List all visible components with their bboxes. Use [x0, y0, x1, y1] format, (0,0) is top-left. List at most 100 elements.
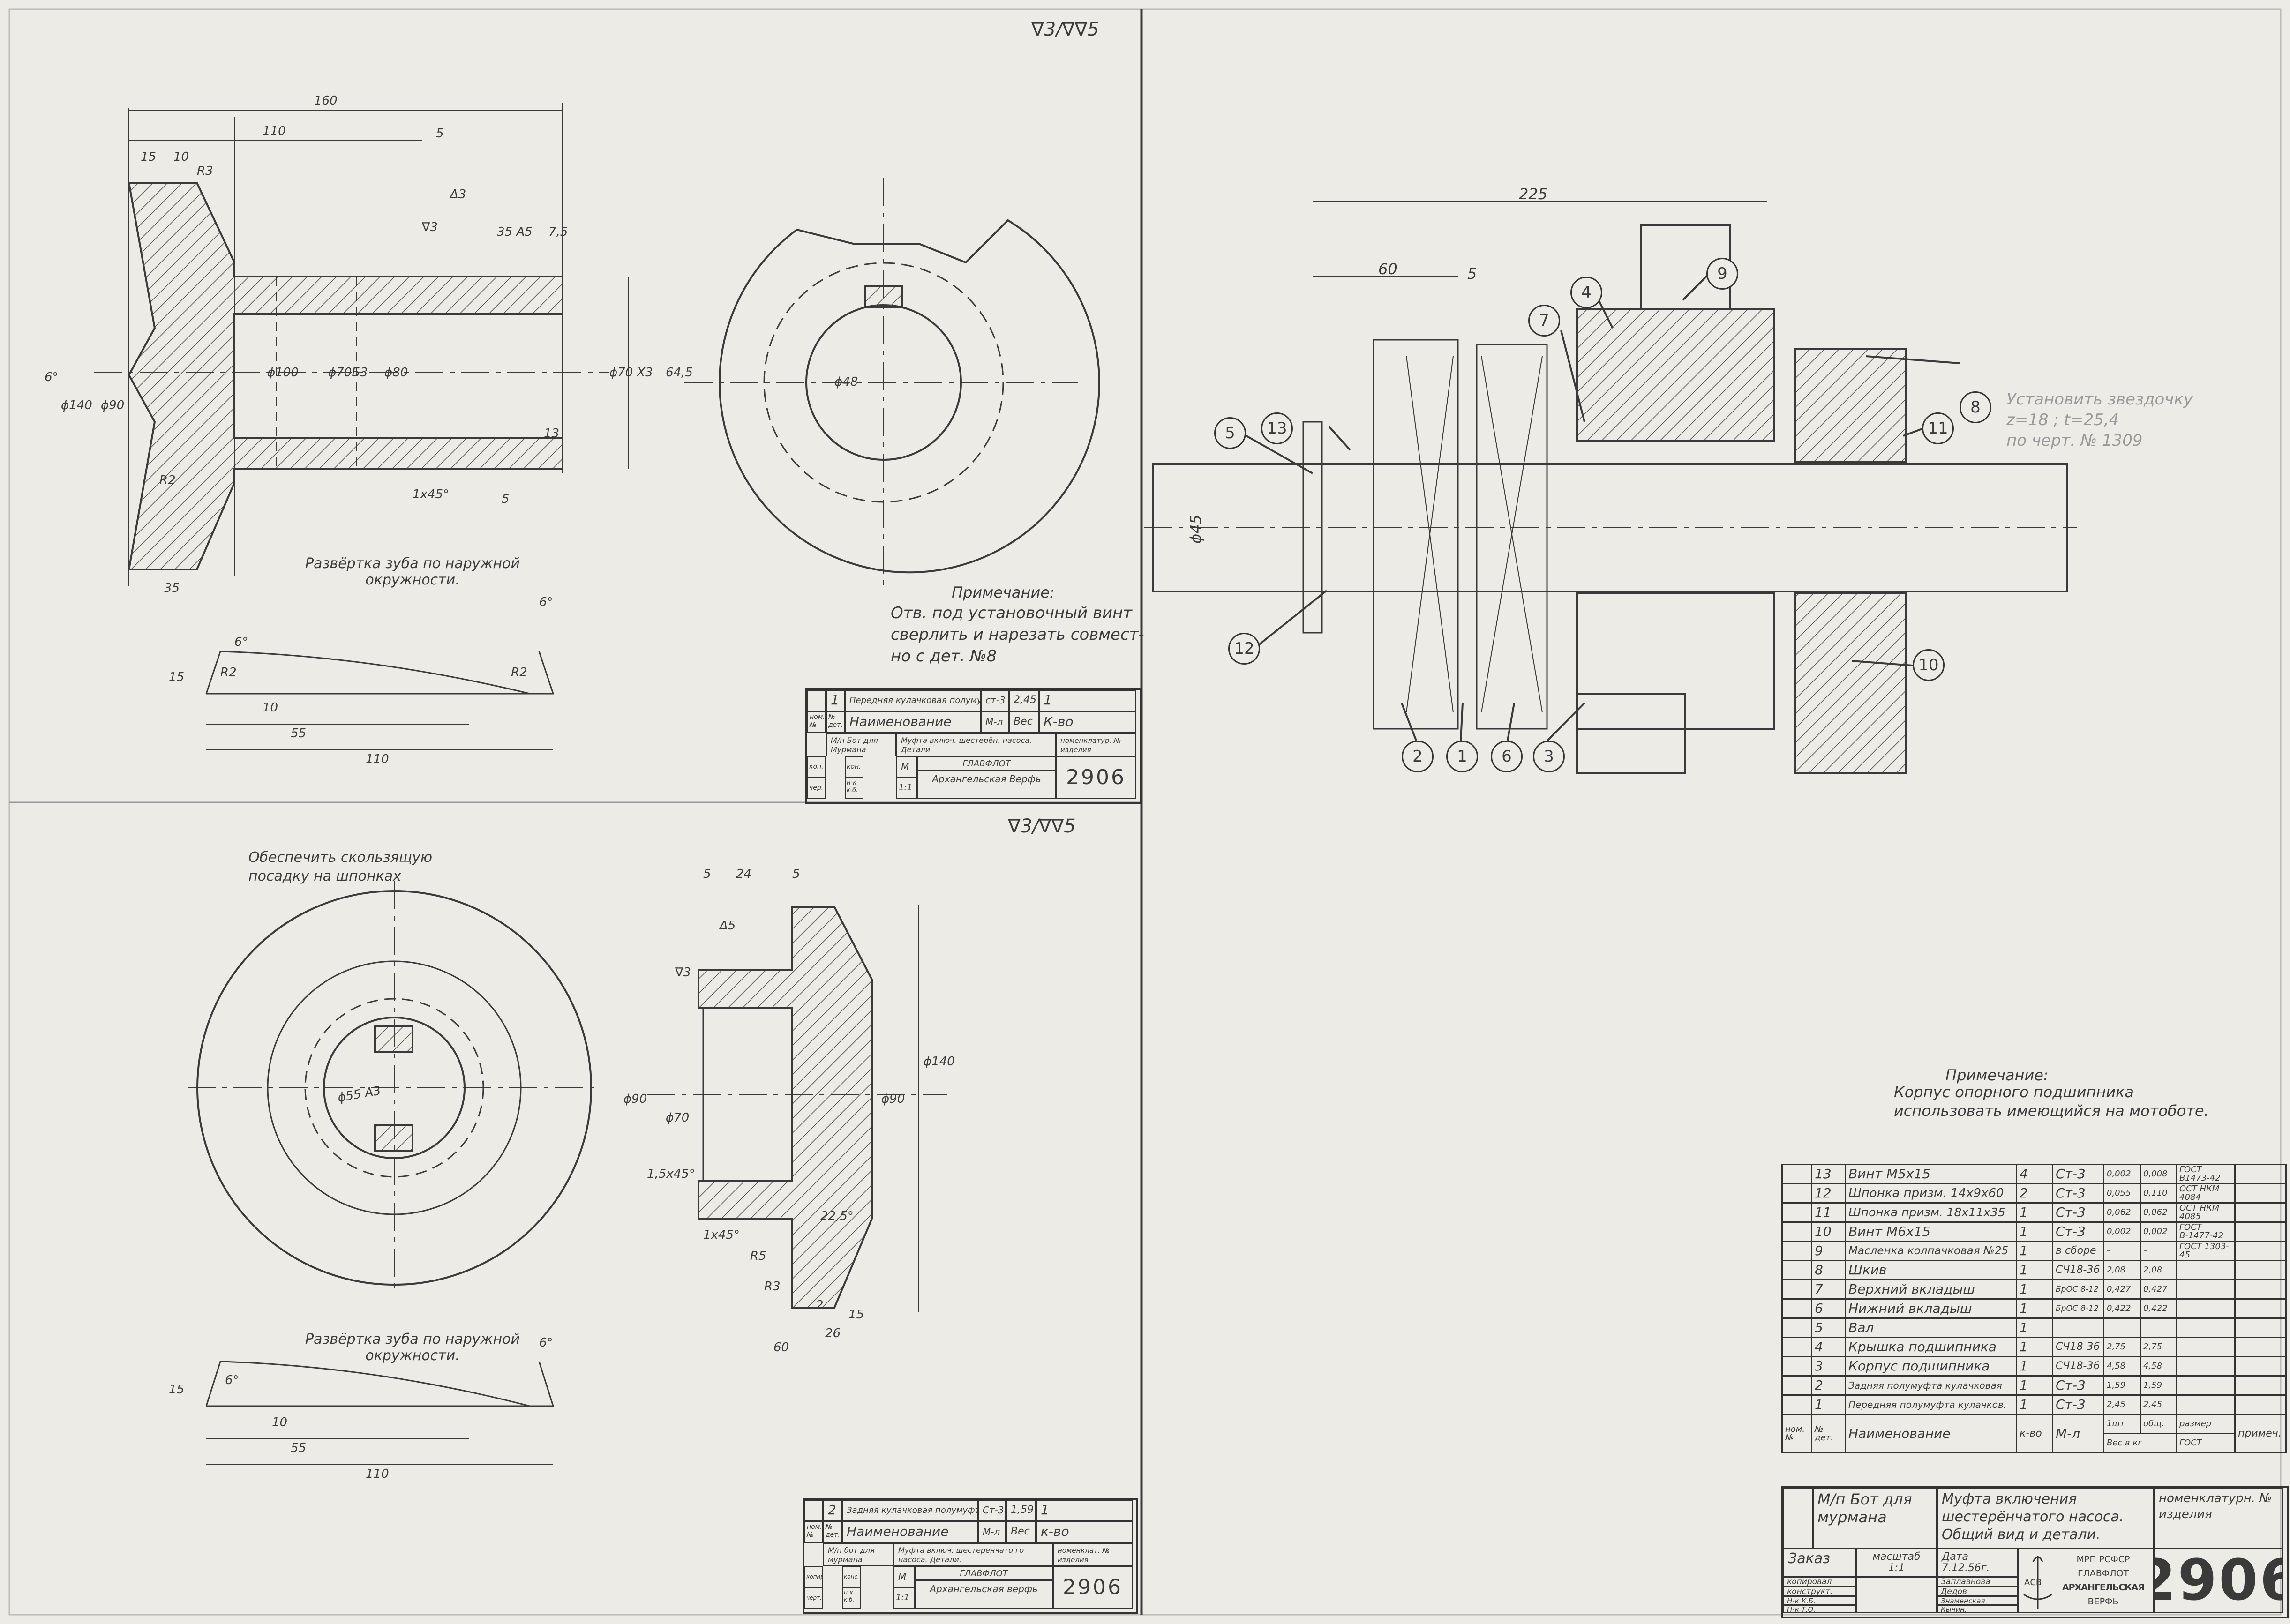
pencil-note: Установить звездочку z=18 ; t=25,4 по че…: [2006, 390, 2193, 450]
header-name: Наименование: [1845, 1414, 2017, 1453]
dimension: ϕ100: [267, 366, 299, 380]
cell-w-total: 2,75: [2140, 1337, 2177, 1357]
dimension: R3: [764, 1280, 781, 1294]
dimension: 160: [314, 94, 338, 108]
material: ст-3: [981, 690, 1009, 711]
header-nom: ном. №: [1781, 1414, 1812, 1453]
cell-qty: 1: [2016, 1260, 2053, 1280]
cell-empty: [1781, 1356, 1812, 1377]
cell-w-each: 0,427: [2103, 1279, 2141, 1300]
cell-no: 2: [1811, 1375, 1846, 1396]
surface-finish-mark: ∇3/∇∇5: [1031, 19, 1099, 40]
chief-label: н-к к.б.: [845, 778, 863, 799]
copied-by: Заплавнова: [1937, 1577, 2018, 1587]
cell-no: 13: [1811, 1164, 1846, 1184]
header-nom: ном. №: [807, 711, 826, 733]
header-weight: Вес: [1006, 1521, 1036, 1543]
dimension: 2: [816, 1298, 824, 1312]
dimension: 55: [291, 726, 307, 741]
checked-label: черт.: [804, 1587, 823, 1609]
cell-w-each: 2,75: [2103, 1337, 2141, 1357]
part-number: 2: [823, 1500, 842, 1521]
dimension: 10: [173, 150, 189, 164]
cell-name: Крышка подшипника: [1845, 1337, 2017, 1357]
cell-w-each: 1,59: [2103, 1375, 2141, 1396]
cell-standard: [2176, 1394, 2236, 1415]
dimension: 1,5x45°: [647, 1167, 695, 1181]
cell-qty: 1: [2016, 1202, 2053, 1223]
cell-empty: [1781, 1317, 1812, 1338]
balloon: 7: [1528, 305, 1560, 337]
cell-qty: 1: [2016, 1221, 2053, 1242]
part-name: Задняя кулачковая полумуфта: [842, 1500, 978, 1521]
cell-no: 10: [1811, 1221, 1846, 1242]
cell-empty: [2234, 1356, 2287, 1377]
cell-w-each: 0,055: [2103, 1183, 2141, 1204]
weight: 1,59: [1006, 1500, 1036, 1521]
cell-no: 9: [1811, 1241, 1846, 1261]
cell-empty: [2234, 1260, 2287, 1280]
cell-qty: 1: [2016, 1241, 2053, 1261]
cell-material: Ст-3: [2052, 1183, 2104, 1204]
cell-material: Ст-3: [2052, 1394, 2104, 1415]
weight: 2,45: [1009, 690, 1039, 711]
cell-w-total: 0,110: [2140, 1183, 2177, 1204]
cell-name: Задняя полумуфта кулачковая: [1845, 1375, 2017, 1396]
dimension: ∇3: [422, 220, 438, 234]
note-text: Отв. под установочный винт сверлить и на…: [891, 604, 1144, 666]
cell-standard: [2176, 1279, 2236, 1300]
designer-label: конструкт.: [1783, 1587, 1856, 1596]
dimension: ϕ70: [666, 1111, 690, 1125]
scale-label: М: [893, 1566, 915, 1587]
checked-label: чер.: [807, 778, 826, 799]
cell-empty: [1781, 1164, 1812, 1184]
balloon: 8: [1960, 391, 1991, 423]
nomenclature: номенклатур. № изделия: [1056, 733, 1136, 756]
vessel: М/п Бот для мурмана: [1813, 1488, 1937, 1549]
dimension: R2: [159, 473, 176, 487]
cell-no: 6: [1811, 1298, 1846, 1319]
drawing-title: Муфта включения шестерёнчатого насоса. О…: [1937, 1488, 2154, 1549]
balloon: 12: [1228, 633, 1260, 665]
cell-w-total: 2,08: [2140, 1260, 2177, 1280]
cell-qty: 1: [2016, 1279, 2053, 1300]
cell-standard: [2176, 1375, 2236, 1396]
dimension: 6°: [539, 595, 553, 609]
part-number: 1: [826, 690, 845, 711]
balloon: 13: [1261, 412, 1293, 444]
cell-empty: [2234, 1375, 2287, 1396]
header-det: № дет.: [823, 1521, 842, 1543]
dimension: 55: [291, 1441, 307, 1455]
cell-no: 4: [1811, 1337, 1846, 1357]
organization: Архангельская Верфь: [917, 771, 1056, 799]
cell-empty: [2234, 1337, 2287, 1357]
development-label: Развёртка зуба по наружной окружности.: [305, 555, 520, 588]
dimension: Δ5: [720, 919, 736, 933]
cell-qty: 1: [2016, 1317, 2053, 1338]
cell-empty: [1781, 1202, 1812, 1223]
dimension: 10: [263, 701, 278, 715]
cell-empty: [2234, 1183, 2287, 1204]
balloon: 9: [1706, 258, 1738, 290]
date-value: 7.12.56г.: [1942, 1562, 1990, 1574]
cell-w-each: 2,45: [2103, 1394, 2141, 1415]
cell-no: 11: [1811, 1202, 1846, 1223]
header-remark: примеч.: [2234, 1414, 2287, 1453]
scale: 1:1: [896, 778, 917, 799]
cell-empty: [2234, 1221, 2287, 1242]
dimension: 110: [263, 124, 286, 138]
order-label: Заказ: [1783, 1549, 1856, 1577]
signatures: [1856, 1577, 1937, 1613]
cell-material: БрОС 8-12: [2052, 1298, 2104, 1319]
dimension: 15: [848, 1308, 864, 1322]
cell-name: Масленка колпачковая №25: [1845, 1241, 2017, 1261]
chief-kb-label: Н-к К.Б.: [1783, 1596, 1856, 1605]
cell-no: 12: [1811, 1183, 1846, 1204]
scale-value: 1:1: [1888, 1562, 1905, 1574]
surface-finish-mark: ∇3/∇∇5: [1008, 816, 1076, 837]
